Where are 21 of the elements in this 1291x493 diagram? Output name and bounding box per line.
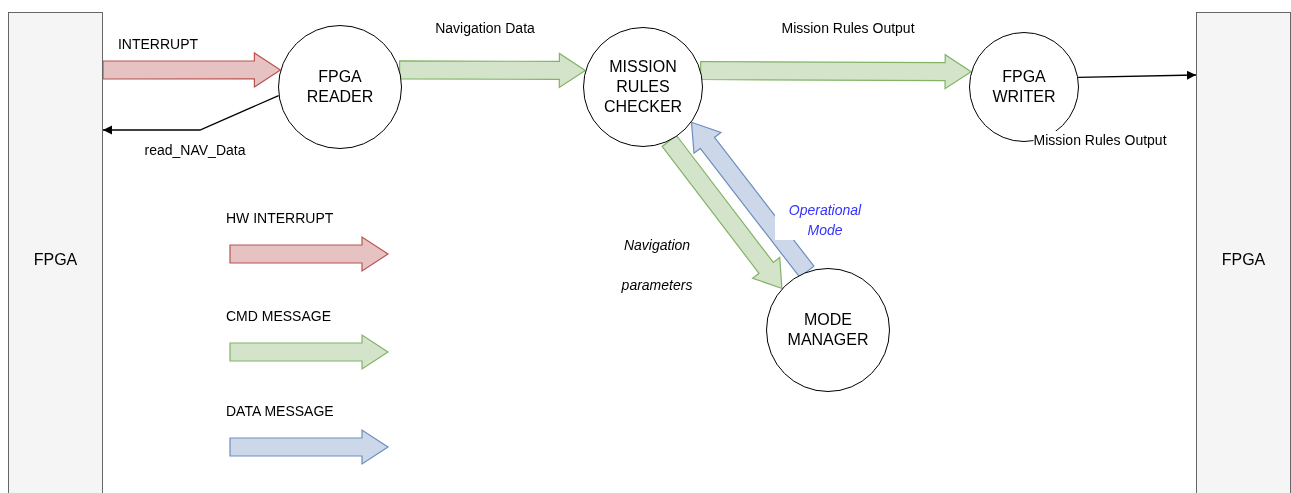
- arrow: [1077, 70, 1197, 80]
- device-bar: [1196, 12, 1291, 493]
- node-label: FPGA: [33, 249, 78, 270]
- block-arrow: [102, 51, 282, 88]
- node-label: MODE MANAGER: [786, 310, 870, 350]
- legend-label: DATA MESSAGE: [226, 403, 334, 419]
- edge-label: Navigation Data: [435, 19, 535, 37]
- device-bar: [8, 12, 103, 493]
- edge-label: read_NAV_Data: [144, 141, 246, 159]
- legend-label: HW INTERRUPT: [226, 210, 334, 226]
- edge-label: Mission Rules Output: [781, 19, 915, 37]
- node-label: MISSION RULES CHECKER: [602, 57, 684, 117]
- block-arrow: [700, 53, 973, 90]
- legend-label: CMD MESSAGE: [226, 308, 331, 324]
- block-arrow: [661, 134, 783, 290]
- node-label: FPGA WRITER: [991, 67, 1057, 107]
- node-label: FPGA: [1221, 249, 1266, 270]
- block-arrow: [399, 52, 587, 89]
- node-label: FPGA READER: [305, 67, 375, 107]
- edge-label: Mission Rules Output: [1033, 131, 1167, 149]
- arrow: [102, 94, 280, 135]
